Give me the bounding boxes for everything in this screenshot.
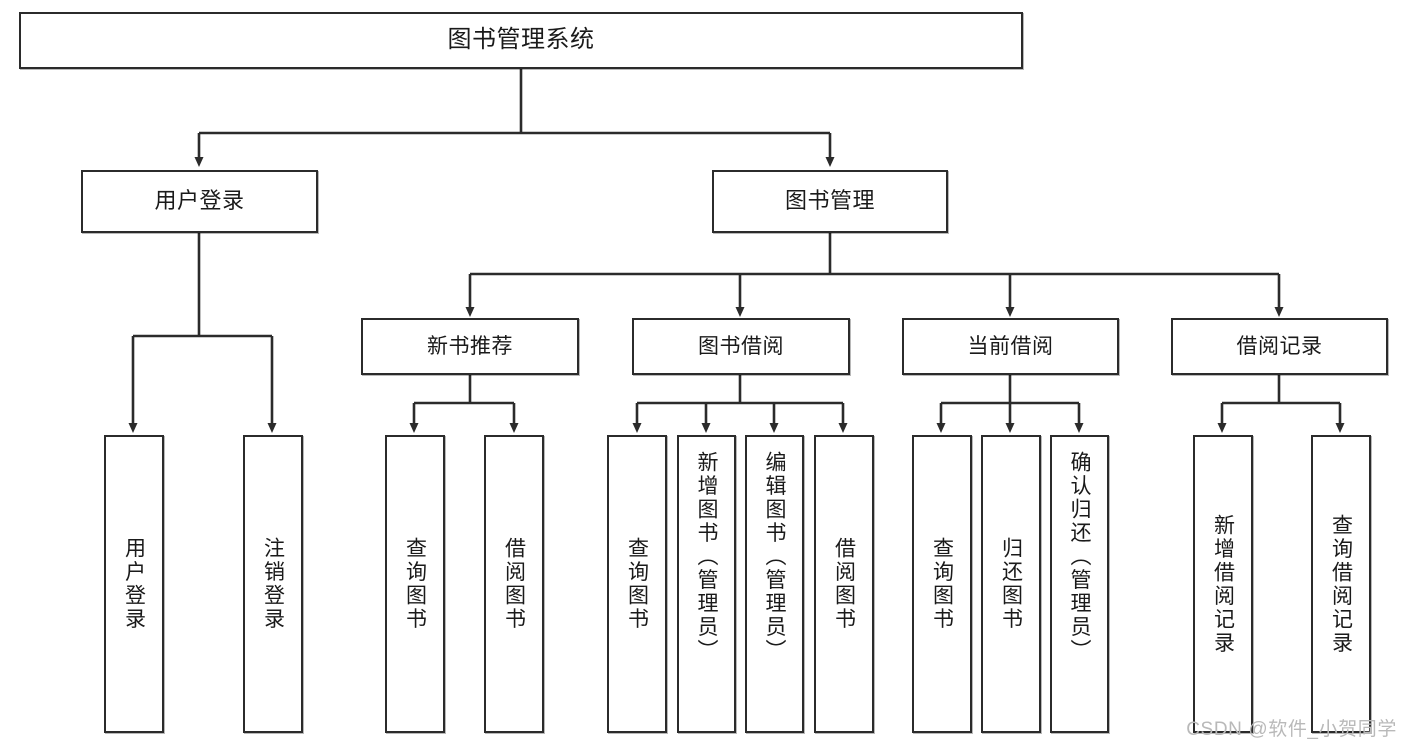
watermark-text: CSDN @软件_小贺同学 (1186, 719, 1397, 740)
leaf-borrow-book-2[interactable]: 借阅图书 (814, 435, 874, 733)
leaf-query-book-2[interactable]: 查询图书 (607, 435, 667, 733)
node-user-login-label: 用户登录 (154, 188, 245, 214)
leaf-query-book-3-label: 查询图书 (930, 537, 954, 631)
leaf-edit-book[interactable]: 编辑图书（管理员） (745, 435, 804, 733)
node-borrow-record-label: 借阅记录 (1236, 334, 1323, 358)
leaf-add-book[interactable]: 新增图书（管理员） (677, 435, 736, 733)
leaf-confirm-return-label: 确认归还（管理员） (1068, 451, 1091, 663)
leaf-query-book-1-label: 查询图书 (403, 537, 427, 631)
node-current-borrow-label: 当前借阅 (967, 334, 1054, 358)
leaf-confirm-return[interactable]: 确认归还（管理员） (1050, 435, 1109, 733)
leaf-query-record-label: 查询借阅记录 (1329, 513, 1353, 655)
node-user-login[interactable]: 用户登录 (81, 170, 318, 233)
node-book-manage-label: 图书管理 (784, 188, 875, 214)
node-borrow-record[interactable]: 借阅记录 (1171, 318, 1388, 375)
leaf-add-record[interactable]: 新增借阅记录 (1193, 435, 1253, 733)
leaf-edit-book-label: 编辑图书（管理员） (763, 451, 786, 663)
leaf-user-logout[interactable]: 注销登录 (243, 435, 303, 733)
leaf-return-book-label: 归还图书 (999, 537, 1023, 631)
leaf-borrow-book-2-label: 借阅图书 (832, 537, 856, 631)
leaf-return-book[interactable]: 归还图书 (981, 435, 1041, 733)
leaf-add-record-label: 新增借阅记录 (1211, 513, 1235, 655)
leaf-borrow-book-1-label: 借阅图书 (502, 537, 526, 631)
leaf-query-book-1[interactable]: 查询图书 (385, 435, 445, 733)
leaf-query-book-3[interactable]: 查询图书 (912, 435, 972, 733)
node-new-book-rec-label: 新书推荐 (427, 334, 513, 358)
leaf-query-record[interactable]: 查询借阅记录 (1311, 435, 1371, 733)
node-book-manage[interactable]: 图书管理 (712, 170, 948, 233)
node-new-book-rec[interactable]: 新书推荐 (361, 318, 579, 375)
leaf-user-login-label: 用户登录 (122, 537, 146, 631)
leaf-user-login[interactable]: 用户登录 (104, 435, 164, 733)
leaf-borrow-book-1[interactable]: 借阅图书 (484, 435, 544, 733)
node-current-borrow[interactable]: 当前借阅 (902, 318, 1119, 375)
leaf-query-book-2-label: 查询图书 (625, 537, 649, 631)
node-book-borrow-label: 图书借阅 (698, 334, 784, 358)
node-root-label: 图书管理系统 (447, 26, 595, 54)
node-book-borrow[interactable]: 图书借阅 (632, 318, 850, 375)
node-root[interactable]: 图书管理系统 (19, 12, 1023, 69)
leaf-add-book-label: 新增图书（管理员） (695, 451, 718, 663)
leaf-user-logout-label: 注销登录 (261, 537, 285, 631)
